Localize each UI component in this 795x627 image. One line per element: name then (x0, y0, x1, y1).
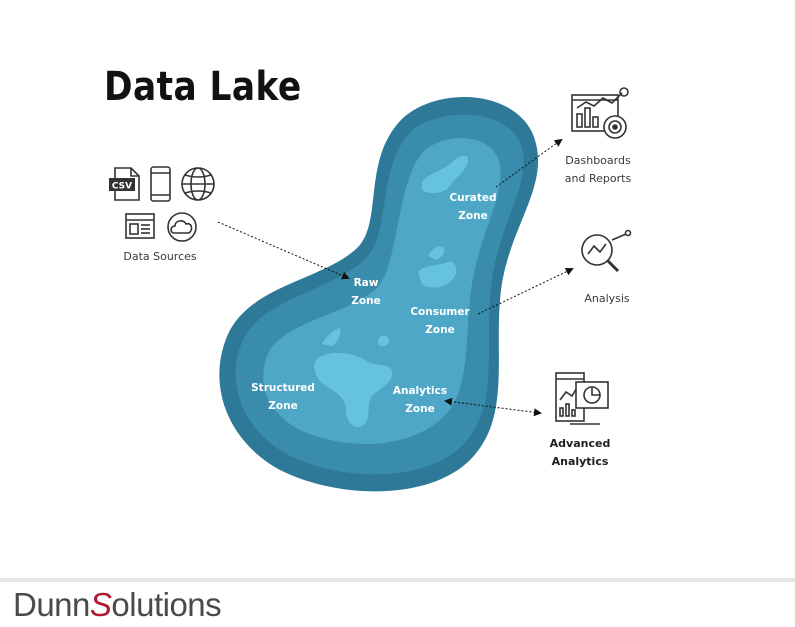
dashboards-line2: and Reports (564, 172, 632, 185)
arrow-curated-to-dashboards (495, 138, 563, 188)
lake-highlight-curated (422, 155, 469, 194)
advanced-line1: Advanced (549, 437, 611, 450)
raw-zone-line1: Raw (353, 277, 379, 289)
data-sources-label: Data Sources (110, 248, 210, 266)
analytics-zone-line2: Zone (405, 403, 435, 415)
svg-text:CSV: CSV (112, 182, 132, 192)
dashboard-report-icon (571, 87, 629, 139)
csv-file-icon: CSV (109, 167, 140, 201)
footer-divider (0, 578, 795, 582)
brand-s: S (89, 586, 112, 623)
brand-solutions: olutions (111, 586, 222, 623)
structured-zone-line1: Structured (251, 382, 315, 394)
mobile-phone-icon (150, 166, 171, 202)
consumer-zone-line2: Zone (425, 324, 455, 336)
raw-zone-line2: Zone (351, 295, 381, 307)
arrow-sources-to-raw (217, 221, 350, 280)
lake-highlight-consumer (418, 261, 457, 288)
raw-zone-label: Raw Zone (336, 274, 396, 310)
analysis-label: Analysis (576, 290, 638, 308)
globe-icon (181, 167, 215, 201)
structured-zone-label: Structured Zone (244, 379, 322, 415)
brand-dunn: Dunn (13, 586, 90, 623)
arrow-consumer-to-analysis (477, 267, 574, 315)
page-title: Data Lake (104, 64, 302, 110)
cloud-icon (167, 212, 197, 242)
curated-zone-line2: Zone (458, 210, 488, 222)
advanced-line2: Analytics (551, 455, 609, 468)
advanced-analytics-label: Advanced Analytics (540, 435, 620, 471)
analysis-text: Analysis (584, 292, 630, 305)
dashboards-line1: Dashboards (565, 154, 631, 167)
dashboards-label: Dashboards and Reports (556, 152, 640, 188)
lake-highlight-drop2 (378, 335, 390, 347)
consumer-zone-label: Consumer Zone (404, 303, 476, 339)
browser-window-icon (125, 213, 155, 239)
analysis-magnifier-icon (581, 229, 632, 273)
structured-zone-line2: Zone (268, 400, 298, 412)
lake-highlight-small (428, 246, 445, 260)
analytics-zone-line1: Analytics (392, 385, 448, 397)
curated-zone-line1: Curated (449, 192, 497, 204)
lake-highlight-drop1 (322, 328, 341, 346)
consumer-zone-line1: Consumer (410, 306, 470, 318)
lake-highlight-structured (314, 352, 393, 427)
brand-logo: DunnSolutions (13, 584, 222, 626)
analytics-zone-label: Analytics Zone (384, 382, 456, 418)
curated-zone-label: Curated Zone (441, 189, 505, 225)
data-sources-text: Data Sources (123, 250, 197, 263)
advanced-analytics-icon (555, 372, 609, 425)
